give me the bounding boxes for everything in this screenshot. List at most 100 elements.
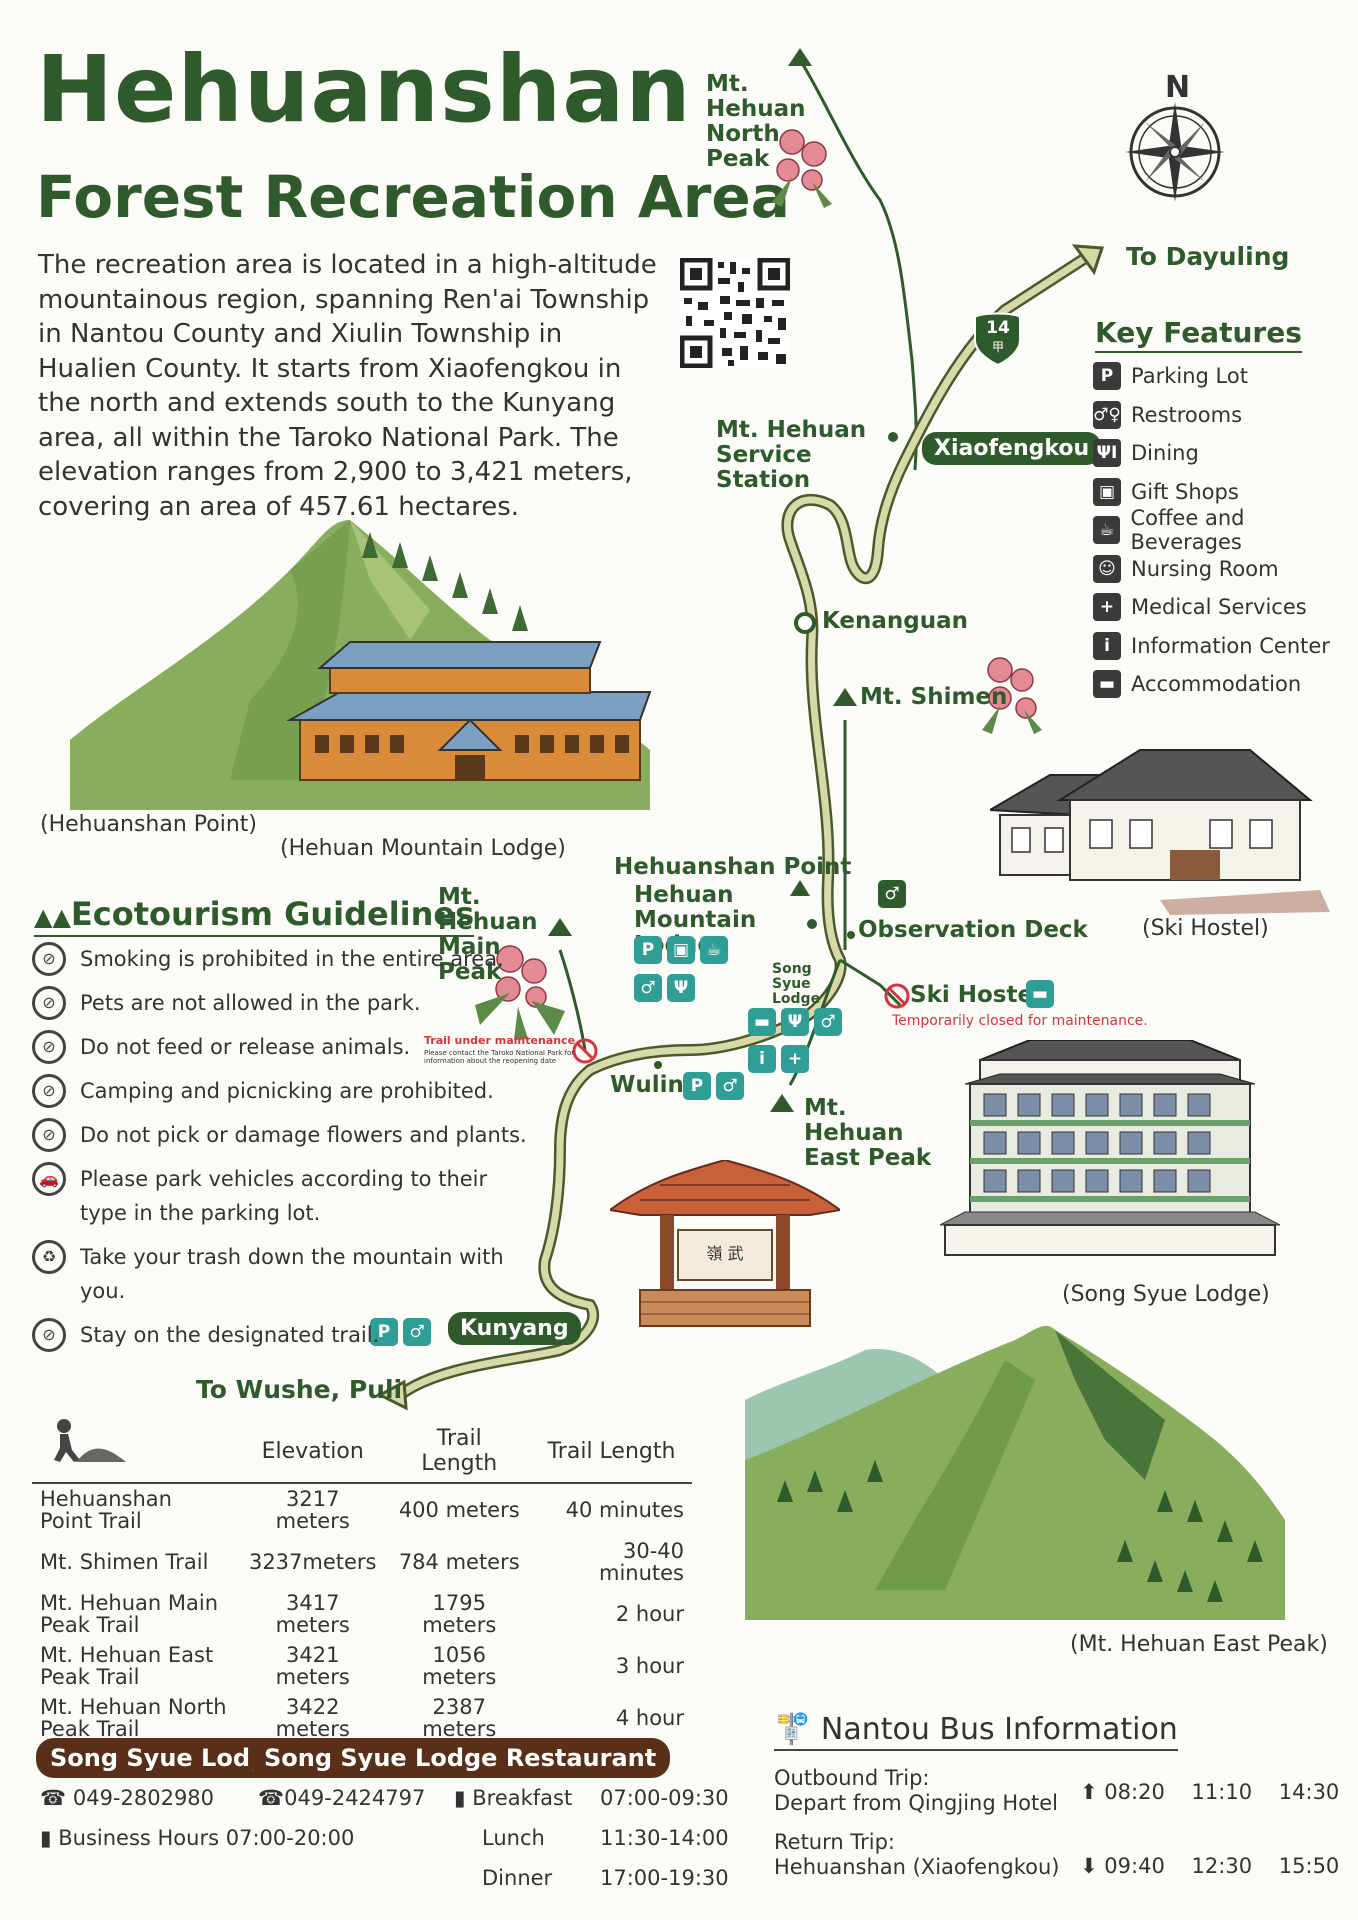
shimen-peak-icon: [833, 688, 857, 706]
gift-icon: ▣: [1093, 477, 1121, 506]
ski-hostel-closed-note: Temporarily closed for maintenance.: [892, 1013, 1148, 1029]
outbound-from: Depart from Qingjing Hotel: [774, 1791, 1058, 1815]
restaurant-badge: Song Syue Lodge Restaurant: [250, 1738, 671, 1778]
outbound-label: Outbound Trip:: [774, 1766, 930, 1790]
list-item: ▣Gift Shops: [1093, 473, 1358, 512]
bus-info-title: 🚏 Nantou Bus Information: [774, 1712, 1178, 1751]
label-service-station[interactable]: Mt. Hehuan Service Station: [716, 417, 867, 493]
restroom-icon: ♂: [878, 880, 906, 908]
list-item: ⊘Do not pick or damage flowers and plant…: [32, 1118, 552, 1152]
lodge-phone[interactable]: 049-2802980: [72, 1786, 215, 1810]
bed-icon: ▬: [748, 1008, 776, 1036]
info-icon: i: [1093, 631, 1121, 660]
main-peak-icon: [548, 918, 572, 936]
phone-icon: ☎: [40, 1786, 73, 1810]
compass-icon: [1125, 102, 1225, 202]
list-item: ⊘Camping and picnicking are prohibited.: [32, 1074, 552, 1108]
hehuanshan-point-illustration: [70, 520, 652, 810]
list-item: 🚗Please park vehicles according to their…: [32, 1162, 502, 1230]
dining-icon: Ψ: [667, 974, 695, 1002]
caption-ski-hostel: (Ski Hostel): [1142, 916, 1269, 941]
label-kunyang[interactable]: Kunyang: [448, 1312, 581, 1345]
flower-icon: [475, 945, 565, 1040]
restroom-icon: ♂: [814, 1008, 842, 1036]
wuling-sign-illustration: [610, 1160, 840, 1327]
col-trail-time: Trail Length: [531, 1426, 692, 1484]
label-xiaofengkou[interactable]: Xiaofengkou: [922, 432, 1102, 465]
arrow-up-icon: ⬆: [1080, 1780, 1098, 1804]
no-picking-icon: ⊘: [32, 1118, 66, 1152]
caption-hehuanshan-point: (Hehuanshan Point): [40, 812, 258, 837]
label-mt-shimen[interactable]: Mt. Shimen: [860, 684, 1008, 710]
list-item: ☕Coffee and Beverages: [1093, 506, 1358, 554]
list-item: ⊘Do not feed or release animals.: [32, 1030, 552, 1064]
qr-code-icon[interactable]: [680, 258, 790, 368]
restroom-icon: ♂: [716, 1072, 744, 1100]
hours-icon: ▮: [40, 1826, 59, 1850]
restroom-icon: ♂♀: [1093, 400, 1121, 429]
return-times: ⬇ 09:40 12:30 15:50: [1080, 1854, 1340, 1878]
caption-mountain-lodge: (Hehuan Mountain Lodge): [280, 836, 566, 861]
compass-north-label: N: [1165, 70, 1191, 105]
caption-song-syue-lodge: (Song Syue Lodge): [1062, 1282, 1270, 1307]
bed-icon: ▬: [1093, 670, 1121, 699]
hours-icon: ▮: [454, 1786, 473, 1810]
ecotourism-list: ⊘Smoking is prohibited in the entire are…: [32, 942, 552, 1362]
ecotourism-title: ▲▲Ecotourism Guidelines: [34, 895, 475, 937]
outbound-times: ⬆ 08:20 11:10 14:30: [1080, 1780, 1340, 1804]
parking-icon: P: [683, 1072, 711, 1100]
list-item: ☺Nursing Room: [1093, 550, 1358, 589]
medical-icon: +: [1093, 593, 1121, 622]
trees-icon: ▲▲: [34, 903, 71, 931]
label-main-peak[interactable]: Mt. Hehuan Main Peak: [438, 884, 538, 985]
no-camping-icon: ⊘: [32, 1074, 66, 1108]
no-feeding-icon: ⊘: [32, 1030, 66, 1064]
list-item: ⊘Stay on the designated trail.: [32, 1318, 552, 1352]
ski-hostel-trail: [839, 958, 902, 1007]
trail-table: Elevation Trail Length Trail Length Hehu…: [32, 1426, 692, 1744]
page-title: Hehuanshan: [36, 36, 692, 143]
label-north-peak[interactable]: Mt. Hehuan North Peak: [706, 71, 806, 172]
key-features-title: Key Features: [1095, 316, 1302, 353]
list-item: ♂♀Restrooms: [1093, 400, 1243, 429]
to-wushe-arrow-icon: [376, 1379, 408, 1411]
parking-icon: P: [370, 1318, 398, 1346]
restaurant-phone[interactable]: 049-2424797: [284, 1786, 426, 1810]
list-item: ▬Accommodation: [1093, 665, 1358, 704]
restroom-icon: ♂: [634, 974, 662, 1002]
highway-fill: [396, 251, 1094, 1399]
label-hehuanshan-point[interactable]: Hehuanshan Point: [614, 854, 852, 880]
flower-icon: [772, 129, 832, 208]
stay-on-trail-icon: ⊘: [32, 1318, 66, 1352]
east-peak-icon: [770, 1094, 794, 1112]
label-ski-hostel[interactable]: Ski Hostel: [910, 982, 1041, 1008]
label-to-wushe[interactable]: To Wushe, Puli: [196, 1375, 403, 1404]
label-song-syue-lodge-map[interactable]: Song Syue Lodge: [772, 961, 821, 1007]
list-item: +Medical Services: [1093, 588, 1358, 627]
coffee-icon: ☕: [700, 936, 728, 964]
label-east-peak[interactable]: Mt. Hehuan East Peak: [804, 1095, 932, 1171]
route-number: 14: [986, 318, 1010, 338]
parking-rule-icon: 🚗: [32, 1162, 66, 1196]
label-observation-deck[interactable]: Observation Deck: [858, 917, 1088, 943]
north-peak-icon: [788, 48, 812, 66]
coffee-icon: ☕: [1093, 516, 1121, 545]
arrow-down-icon: ⬇: [1080, 1854, 1098, 1878]
nursing-icon: ☺: [1093, 554, 1121, 583]
to-dayuling-arrow-icon: [1071, 244, 1105, 276]
label-kenanguan[interactable]: Kenanguan: [822, 608, 969, 634]
label-to-dayuling[interactable]: To Dayuling: [1126, 242, 1290, 271]
col-elevation: Elevation: [238, 1426, 388, 1484]
gift-icon: ▣: [667, 936, 695, 964]
kenanguan-marker-icon: [794, 612, 816, 634]
medical-icon: +: [781, 1045, 809, 1073]
north-peak-trail: [798, 59, 918, 471]
